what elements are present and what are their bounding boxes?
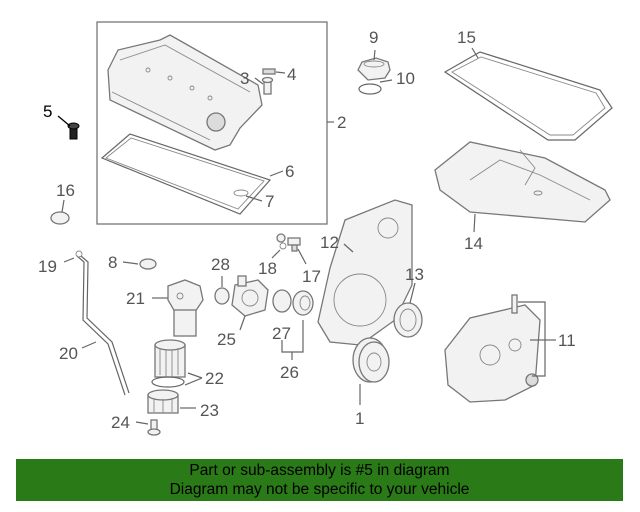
seal-28 xyxy=(214,287,230,305)
seal-27 xyxy=(272,289,292,313)
label-11: 11 xyxy=(558,331,576,350)
plug-26 xyxy=(292,290,314,316)
label-24: 24 xyxy=(111,413,130,432)
oil-pan xyxy=(434,141,611,223)
label-4: 4 xyxy=(287,65,296,84)
label-23: 23 xyxy=(200,401,219,420)
oil-filter-element xyxy=(154,339,186,378)
label-16: 16 xyxy=(56,181,75,200)
label-19: 19 xyxy=(38,257,57,276)
oil-cooler xyxy=(231,275,269,317)
filler-cap-seal xyxy=(358,83,382,95)
label-28: 28 xyxy=(211,255,230,274)
banner-line-1: Part or sub-assembly is #5 in diagram xyxy=(189,462,450,479)
bolt-3 xyxy=(261,76,274,95)
drain-plug xyxy=(147,419,161,436)
label-21: 21 xyxy=(126,289,145,308)
label-15: 15 xyxy=(457,28,476,47)
label-8: 8 xyxy=(108,253,117,272)
oil-pressure-switch xyxy=(287,237,301,252)
bolt-18 xyxy=(276,233,287,250)
crank-seal xyxy=(393,302,423,338)
valve-cover xyxy=(107,34,263,151)
bolt-5-highlighted xyxy=(57,115,80,140)
label-5-highlighted: 5 xyxy=(43,102,52,121)
oil-filler-cap xyxy=(357,57,391,81)
label-7: 7 xyxy=(265,192,274,211)
label-25: 25 xyxy=(217,330,236,349)
oring-22 xyxy=(151,376,185,388)
label-12: 12 xyxy=(320,233,339,252)
part-info-banner: Part or sub-assembly is #5 in diagram Di… xyxy=(16,459,623,501)
label-27: 27 xyxy=(272,324,291,343)
filter-cap xyxy=(147,389,179,414)
label-6: 6 xyxy=(285,162,294,181)
label-1: 1 xyxy=(355,409,364,428)
cap-16 xyxy=(50,211,70,225)
stud-4 xyxy=(262,68,276,75)
oil-filter-housing xyxy=(167,279,204,337)
label-17: 17 xyxy=(302,267,321,286)
label-13: 13 xyxy=(405,265,424,284)
label-18: 18 xyxy=(258,259,277,278)
label-10: 10 xyxy=(396,69,415,88)
dipstick-tube xyxy=(75,250,130,396)
plug-8 xyxy=(139,258,157,270)
label-14: 14 xyxy=(464,234,483,253)
banner-line-2: Diagram may not be specific to your vehi… xyxy=(169,481,470,498)
label-3: 3 xyxy=(240,69,249,88)
oil-pan-gasket xyxy=(443,51,613,141)
valve-cover-group-box xyxy=(96,21,328,225)
rear-main-seal-housing xyxy=(444,294,541,403)
label-22: 22 xyxy=(205,369,224,388)
label-20: 20 xyxy=(59,344,78,363)
valve-cover-gasket xyxy=(100,133,272,215)
label-26: 26 xyxy=(280,363,299,382)
crank-pulley xyxy=(352,337,390,383)
label-2: 2 xyxy=(337,113,346,132)
timing-cover xyxy=(317,199,413,346)
label-9: 9 xyxy=(369,28,378,47)
